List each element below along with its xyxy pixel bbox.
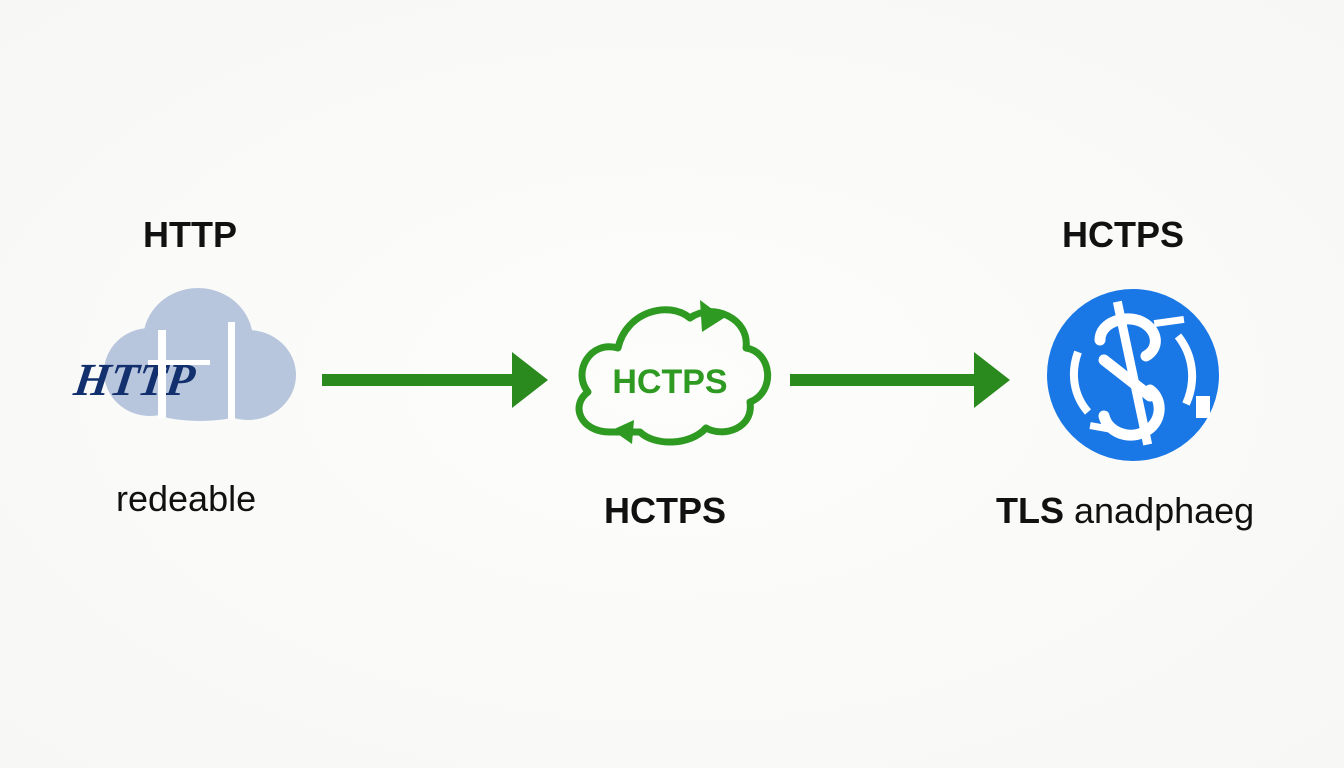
arrow-hctps-to-tls (790, 352, 1010, 408)
node-title-http: HTTP (143, 214, 237, 255)
http-cloud-icon: HTTP (70, 288, 296, 421)
node-caption-tls: TLS anadphaeg (996, 490, 1254, 532)
tls-handshake-icon (1047, 289, 1219, 461)
node-title-hctps: HCTPS (1062, 214, 1185, 255)
arrow-http-to-hctps (322, 352, 548, 408)
node-caption-tls-rest: anadphaeg (1064, 490, 1255, 531)
https-cycle-cloud-icon: HCTPS (575, 300, 771, 446)
node-caption-redeable: redeable (116, 478, 257, 519)
node-caption-tls-bold: TLS (996, 490, 1064, 531)
https-icon-text: HCTPS (612, 363, 727, 401)
node-caption-hctps: HCTPS (604, 490, 727, 531)
